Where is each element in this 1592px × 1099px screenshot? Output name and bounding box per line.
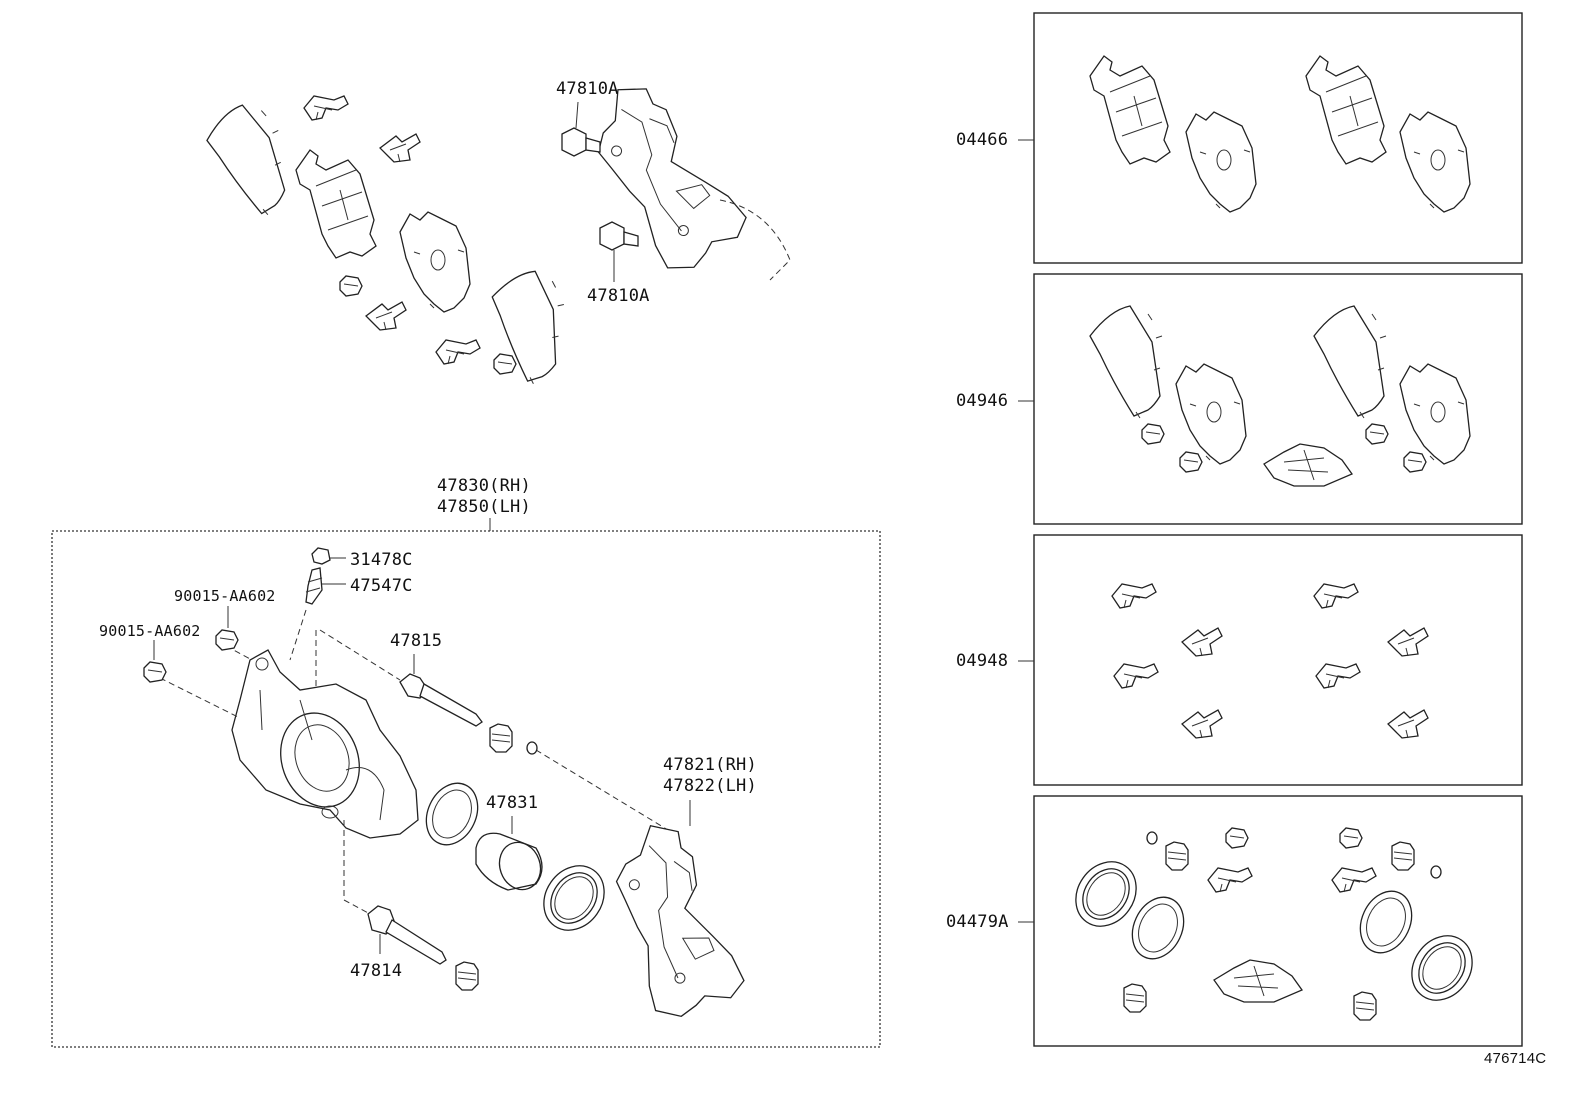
- label-47810a-top: 47810A: [556, 79, 619, 99]
- label-47821-rh: 47821(RH): [663, 755, 757, 775]
- label-47831: 47831: [486, 793, 539, 813]
- kit-box-04948: [1018, 534, 1523, 786]
- illustration-id: 476714C: [1484, 1050, 1547, 1067]
- caliper-assembly-box: [51, 530, 881, 1048]
- pin-boot-lower: [455, 961, 479, 991]
- guide-pin-47815: [399, 654, 483, 727]
- label-47810a-bottom: 47810A: [587, 286, 650, 306]
- label-04946: 04946: [956, 391, 1009, 411]
- pad-set-top: [202, 95, 568, 387]
- mounting-bracket: [606, 800, 755, 1022]
- label-90015-aa602-a: 90015-AA602: [174, 587, 276, 605]
- kit-box-04466: [1018, 12, 1523, 264]
- label-04466: 04466: [956, 130, 1009, 150]
- label-47850-lh: 47850(LH): [437, 497, 531, 517]
- cap-31478c: [311, 547, 346, 565]
- bolt-47810a-bottom: [599, 221, 639, 282]
- kit-box-04479a: [1018, 795, 1523, 1047]
- dust-boot: [530, 853, 618, 943]
- caliper-body: [231, 649, 419, 839]
- mounting-bracket-top: [587, 71, 791, 281]
- pin-boot-upper: [489, 723, 538, 755]
- label-31478c: 31478C: [350, 550, 413, 570]
- label-04479a: 04479A: [946, 912, 1009, 932]
- label-04948: 04948: [956, 651, 1009, 671]
- label-47830-rh: 47830(RH): [437, 476, 531, 496]
- label-47815: 47815: [390, 631, 443, 651]
- piston-47831: [475, 816, 543, 891]
- kit-box-04946: [1018, 273, 1523, 525]
- guide-pin-47814: [367, 905, 447, 965]
- bleeder-47547c: [305, 567, 346, 605]
- bolt-90015-aa602-a: [215, 606, 239, 651]
- piston-seal: [416, 774, 488, 854]
- label-90015-aa602-b: 90015-AA602: [99, 622, 201, 640]
- label-47822-lh: 47822(LH): [663, 776, 757, 796]
- bolt-90015-aa602-b: [143, 640, 167, 683]
- label-47814: 47814: [350, 961, 403, 981]
- label-47547c: 47547C: [350, 576, 413, 596]
- bolt-47810a-top: [561, 101, 601, 157]
